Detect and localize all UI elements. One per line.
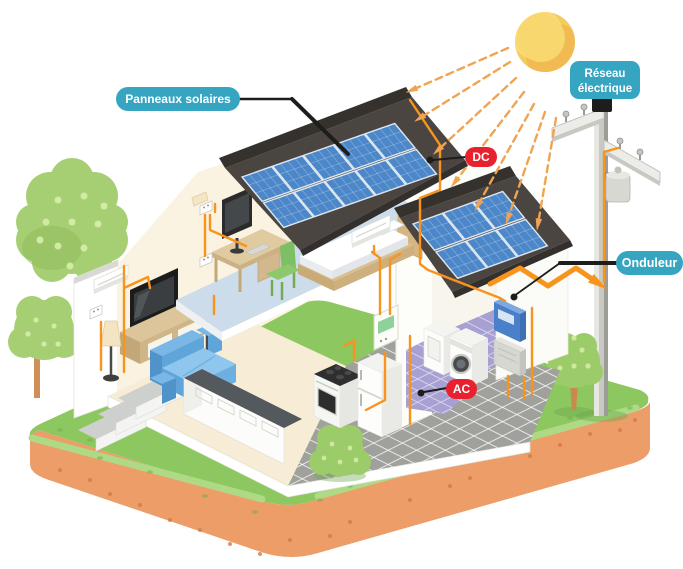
badge-dc-text: DC <box>472 150 490 164</box>
roof-secondary-fascia <box>452 240 573 298</box>
grid-connection-arrow <box>487 265 608 290</box>
roof-secondary-ridge-cap <box>394 166 516 218</box>
label-solar-panels: Panneaux solaires <box>116 87 350 156</box>
solar-array-main <box>240 122 438 229</box>
roof-secondary <box>394 166 573 298</box>
badge-dc: DC <box>426 147 497 167</box>
insulator-icon <box>636 148 644 156</box>
keyboard <box>245 243 271 256</box>
badge-ac-text: AC <box>453 382 471 396</box>
air-conditioner-bedroom <box>351 214 391 248</box>
solar-array-secondary <box>411 190 549 280</box>
power-wires <box>99 98 620 426</box>
roof-eave-fascia <box>300 160 468 256</box>
floor-lamp-left <box>100 320 122 382</box>
badge-dc-anchor-dot <box>426 156 434 164</box>
refrigerator <box>357 353 402 438</box>
label-grid-text-line1: Réseau <box>585 68 626 80</box>
wall-lamp <box>191 191 209 207</box>
sun-rays <box>405 46 558 231</box>
badge-ac: AC <box>417 379 477 399</box>
soil-dots <box>58 418 637 556</box>
tv <box>130 268 178 330</box>
label-grid: Réseau électrique <box>570 61 640 99</box>
desk-chair <box>266 240 300 300</box>
stove <box>313 364 362 429</box>
roof-ridge-cap <box>219 87 412 168</box>
soil-face <box>30 402 650 557</box>
air-conditioner-living <box>93 264 129 294</box>
tree-large-leaves <box>36 192 108 270</box>
electrical-panel <box>373 304 399 351</box>
insulator-icon <box>562 110 570 118</box>
bush-front <box>309 425 371 482</box>
platform-edge <box>107 395 531 498</box>
tree-large <box>16 158 128 282</box>
bush-left-leaves <box>25 317 61 347</box>
label-grid-text-line2: électrique <box>578 83 632 95</box>
bush-front-leaves <box>321 441 359 465</box>
kitchen-counter <box>183 369 302 465</box>
power-outlet-bedroom-low <box>199 252 213 268</box>
bush-small-left <box>8 296 80 398</box>
washing-machine <box>449 328 488 387</box>
power-outlet <box>89 304 103 320</box>
pole-crossarm-right <box>603 137 661 186</box>
label-solar-panels-text: Panneaux solaires <box>125 92 231 106</box>
pole-crossarm-left <box>551 103 605 142</box>
pole-transformer <box>604 166 631 203</box>
bush-trunk <box>34 356 40 398</box>
inverter-screen <box>498 309 514 325</box>
computer-monitor <box>222 187 252 254</box>
roof-main <box>219 87 468 256</box>
label-inverter-text: Onduleur <box>622 256 678 270</box>
label-inverter: Onduleur <box>510 251 683 301</box>
insulator-icon <box>580 103 588 111</box>
pole-cap <box>592 98 612 112</box>
power-outlet-bedroom <box>199 200 213 216</box>
inverter-unit <box>494 299 526 342</box>
badge-ac-anchor-dot <box>417 389 425 397</box>
sun-icon <box>515 12 575 72</box>
entry-steps <box>78 374 187 452</box>
insulator-icon <box>616 137 624 145</box>
battery-box <box>493 337 526 377</box>
tree-trunk <box>570 384 578 410</box>
